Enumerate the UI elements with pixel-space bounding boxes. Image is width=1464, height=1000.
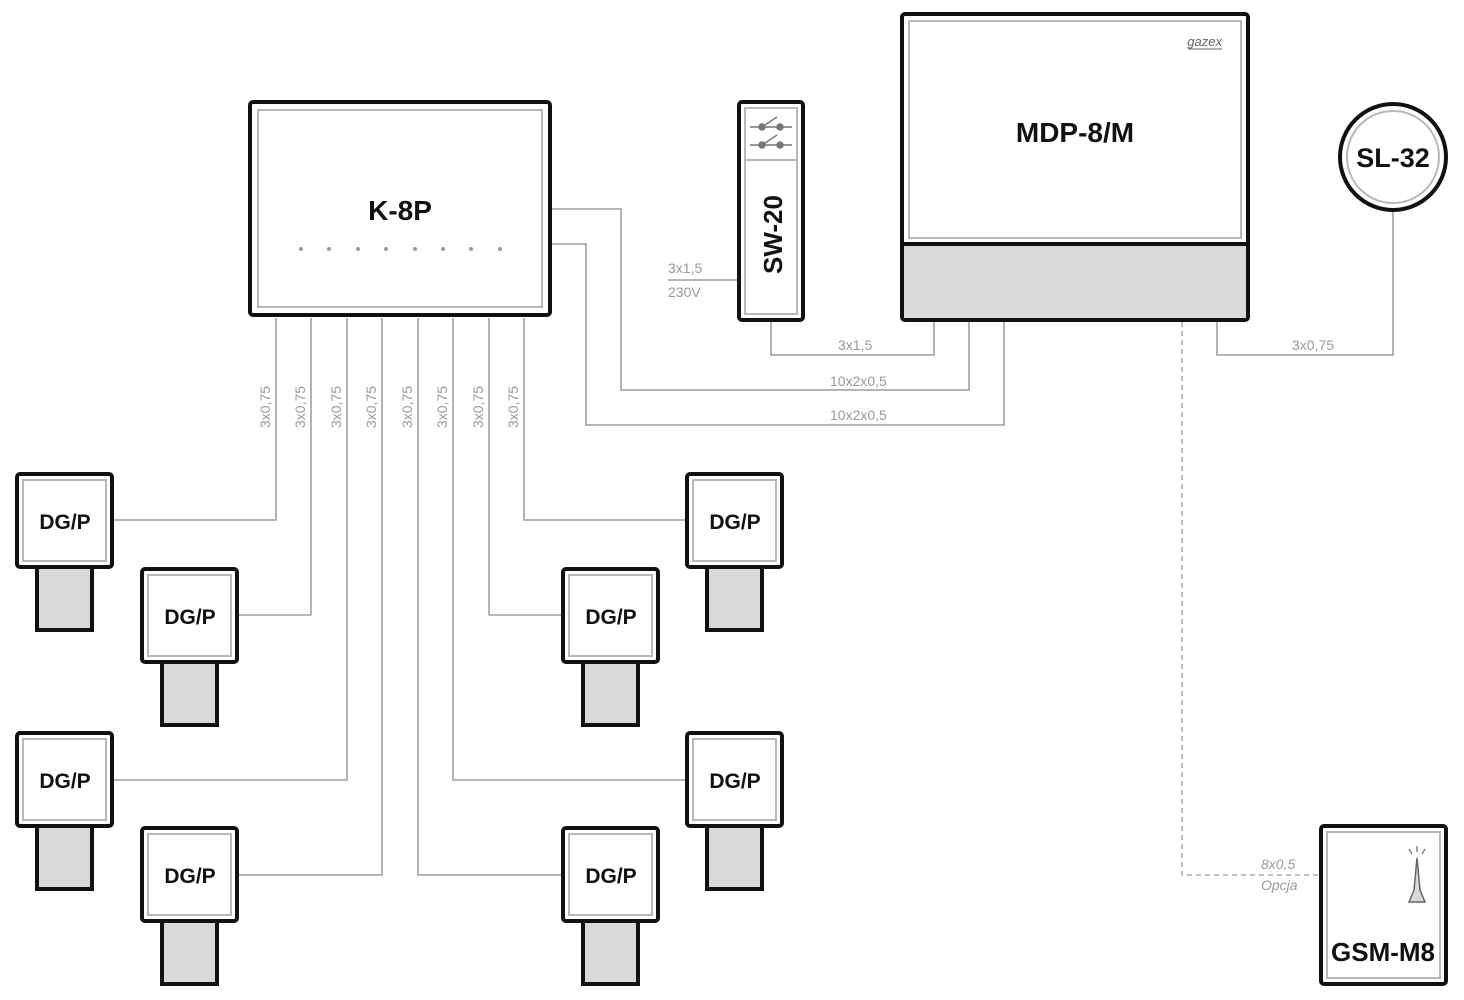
sensor-dgp: DG/P	[561, 567, 660, 727]
wire-sensor-4	[236, 318, 383, 876]
switch-icon	[750, 116, 792, 149]
sl32-label: SL-32	[1356, 143, 1430, 173]
cable-label-bus-1: 10x2x0,5	[830, 373, 887, 389]
wire-bus-1	[552, 208, 970, 391]
sensor-dgp: DG/P	[561, 826, 660, 986]
cable-label-sensor-7: 3x0,75	[470, 386, 486, 428]
sensor-label: DG/P	[164, 865, 215, 888]
sensor-dgp: DG/P	[685, 472, 784, 632]
cable-label-sensor-8: 3x0,75	[505, 386, 521, 428]
wire-sensor-5	[417, 318, 564, 876]
wire-gsm-optional	[1181, 322, 1320, 876]
wire-bus-2	[552, 243, 1005, 426]
cable-label-gsm-spec: 8x0,5	[1261, 856, 1295, 872]
sensor-dgp: DG/P	[15, 731, 114, 891]
wire-sensor-1	[112, 318, 277, 521]
cable-label-signaller: 3x0,75	[1292, 337, 1334, 353]
cable-label-sensor-4: 3x0,75	[363, 386, 379, 428]
cable-label-sensor-3: 3x0,75	[328, 386, 344, 428]
sensor-dgp: DG/P	[140, 567, 239, 727]
antenna-icon	[1407, 846, 1427, 903]
gsm-label: GSM-M8	[1331, 937, 1435, 967]
sensor-dgp: DG/P	[685, 731, 784, 891]
cable-label-power-spec: 3x1,5	[668, 260, 702, 276]
sl32-signaller: SL-32	[1338, 102, 1448, 212]
wire-sensor-2	[236, 318, 312, 616]
cable-label-sw20-panel: 3x1,5	[838, 337, 872, 353]
wire-sensor-3	[112, 318, 348, 781]
cable-label-power-voltage: 230V	[668, 284, 701, 300]
sensor-label: DG/P	[585, 865, 636, 888]
sensor-dgp: DG/P	[140, 826, 239, 986]
sensor-label: DG/P	[164, 606, 215, 629]
mdp-control-panel: MDP-8/M gazex	[900, 12, 1250, 322]
sensor-dgp: DG/P	[15, 472, 114, 632]
cable-label-sensor-1: 3x0,75	[257, 386, 273, 428]
sensor-label: DG/P	[709, 770, 760, 793]
cable-label-sensor-6: 3x0,75	[434, 386, 450, 428]
k8p-led-row	[299, 247, 502, 251]
wire-signaller	[1216, 212, 1394, 356]
wire-sw20-panel	[770, 322, 935, 356]
sensor-label: DG/P	[709, 511, 760, 534]
wire-sensor-6	[452, 318, 688, 781]
sensor-label: DG/P	[585, 606, 636, 629]
wires	[112, 208, 1394, 876]
cable-label-bus-2: 10x2x0,5	[830, 407, 887, 423]
cable-label-sensor-2: 3x0,75	[292, 386, 308, 428]
k8p-controller: K-8P	[248, 100, 552, 317]
brand-logo: gazex	[1187, 34, 1222, 49]
wire-sensor-7	[488, 318, 564, 616]
sensor-label: DG/P	[39, 770, 90, 793]
sw20-module: SW-20	[737, 100, 805, 322]
cable-label-sensor-5: 3x0,75	[399, 386, 415, 428]
sensor-label: DG/P	[39, 511, 90, 534]
wire-sensor-8	[523, 318, 688, 521]
sw20-label: SW-20	[758, 195, 788, 274]
mdp-label: MDP-8/M	[1016, 117, 1134, 148]
gsm-module: GSM-M8	[1319, 824, 1448, 986]
cable-label-gsm-note: Opcja	[1261, 877, 1298, 893]
cable-labels: 3x0,75 3x0,75 3x0,75 3x0,75 3x0,75 3x0,7…	[257, 260, 1334, 893]
k8p-label: K-8P	[368, 195, 432, 226]
